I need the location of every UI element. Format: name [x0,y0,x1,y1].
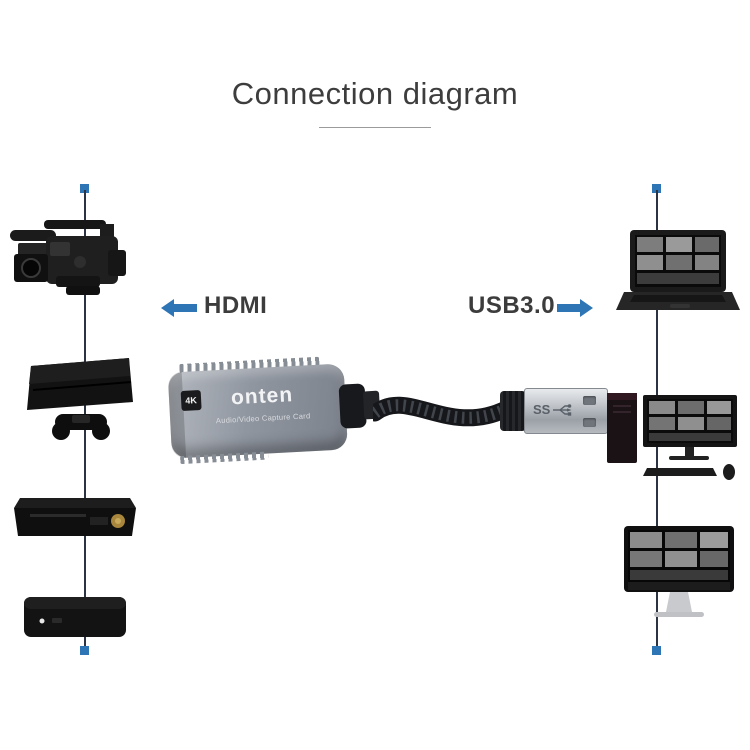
laptop-screen-thumbnails [637,237,719,284]
imac-chin [628,582,730,590]
right-bracket-bottom-square [652,646,661,655]
hdmi-arrow-left-icon [161,298,197,318]
laptop-keyboard [630,295,726,302]
usb-shell-hole-bottom [583,418,596,427]
dvd-player-icon [10,492,140,547]
title-underline [319,127,431,128]
camera-handle [44,220,106,229]
cable-collar [338,383,367,429]
game-console-icon [25,352,135,447]
camera-viewfinder [18,243,54,256]
laptop-icon [608,230,740,322]
capture-card-device: 4K onten Audio/Video Capture Card [165,348,391,474]
hdmi-label: HDMI [204,292,268,319]
dvd-display [90,517,108,525]
usb-label: USB3.0 [468,292,556,319]
usb-ss-logo: SS [533,402,574,417]
video-camera-icon [10,210,140,305]
usb-plug-shell: SS [524,388,608,434]
usb-shell-hole-top [583,396,596,405]
pc-tower [607,393,637,463]
dvd-disc-tray [30,514,86,517]
mouse [723,464,735,480]
imac-stand [666,592,692,612]
imac-screen-thumbnails [630,532,728,580]
laptop-touchpad [670,304,690,308]
left-bracket-top-square [80,184,89,193]
4k-badge: 4K [180,389,202,411]
right-bracket-top-square [652,184,661,193]
gamepad-touchpad [72,415,90,423]
camera-lens [21,258,41,278]
usb-arrow-right-icon [557,298,593,318]
tv-box-led [39,618,45,624]
imac-base [654,612,704,617]
desktop-screen-thumbnails [649,401,731,441]
left-bracket-bottom-square [80,646,89,655]
keyboard [643,468,717,476]
tv-box-icon [20,585,130,643]
page-title: Connection diagram [231,76,519,111]
desktop-computer-icon [605,385,743,480]
usb-plug-grip [500,391,526,431]
braided-cable [366,375,515,450]
camera-microphone [10,230,56,241]
capture-card-assembly: 4K onten Audio/Video Capture Card SS [167,355,608,470]
monitor-base [669,456,709,460]
tv-box-port [52,618,62,623]
monitor-stand [685,447,694,456]
imac-monitor-icon [618,522,740,622]
usb-trident-icon [553,403,572,416]
usb-ss-text: SS [533,402,551,417]
